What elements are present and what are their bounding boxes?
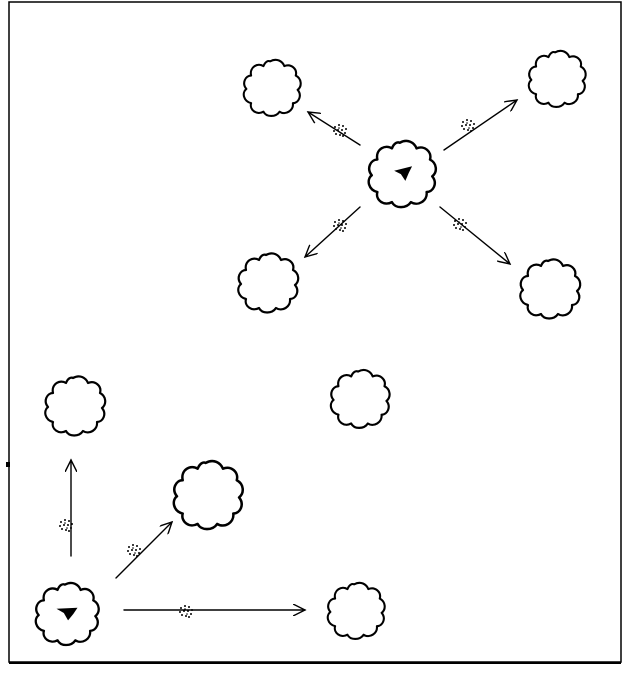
cluster-bottom-left	[34, 375, 386, 647]
arrow-down-right	[439, 206, 510, 264]
arrow-down-left	[305, 206, 361, 257]
target-cell	[519, 258, 582, 320]
target-cell	[44, 375, 107, 437]
border-tick	[6, 462, 10, 467]
target-cell	[237, 252, 300, 314]
arrow-diagonal	[115, 522, 172, 579]
source-cell	[34, 581, 100, 647]
figure-border	[8, 1, 622, 663]
standalone-cell	[329, 368, 391, 429]
arrow-up-left	[308, 112, 361, 146]
target-cell	[326, 581, 386, 641]
target-cell	[172, 459, 244, 531]
cell-mark	[394, 166, 413, 181]
source-cell	[367, 139, 438, 209]
target-cell	[527, 49, 587, 109]
cluster-top-right	[237, 49, 587, 320]
arrow-up-right	[443, 100, 517, 151]
target-cell	[242, 58, 302, 118]
cell-mark	[56, 607, 78, 621]
